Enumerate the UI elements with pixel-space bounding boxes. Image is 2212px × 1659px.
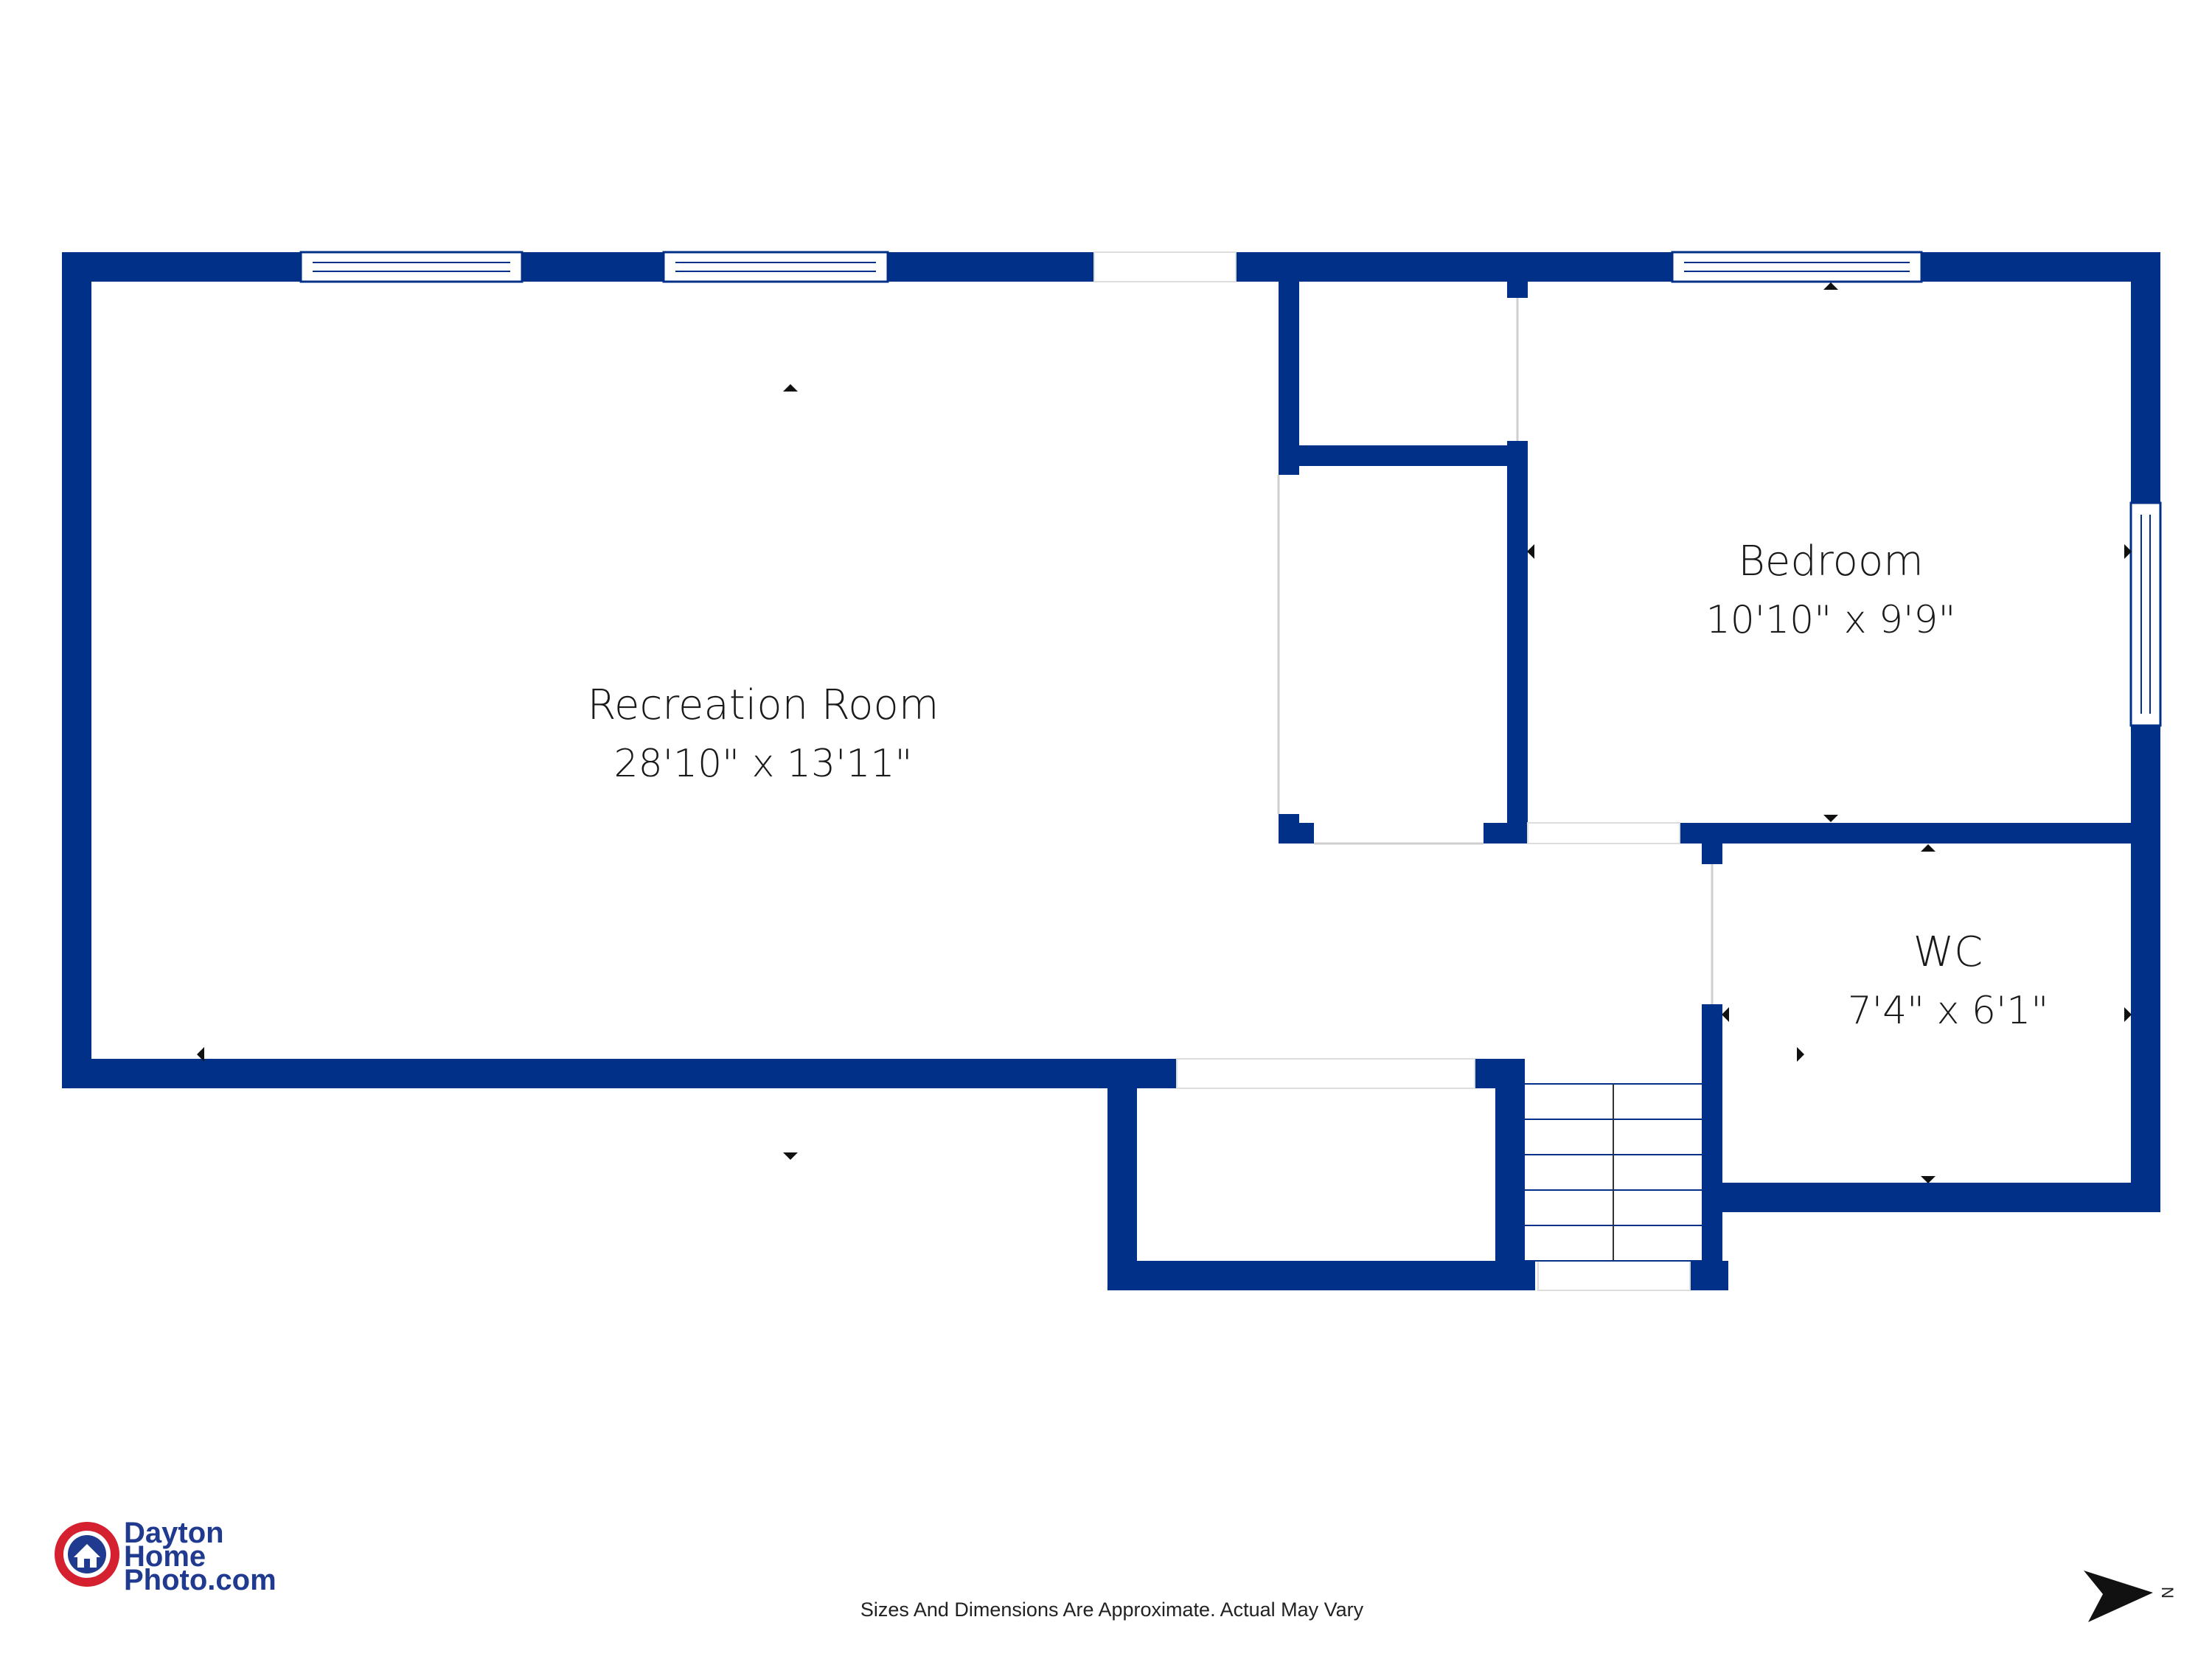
wall-segment (1702, 1004, 1722, 1290)
window (2129, 501, 2162, 727)
wall-segment (62, 252, 1094, 282)
wall-segment (1507, 441, 1528, 844)
dimension-marker (1921, 1176, 1935, 1183)
openings (299, 251, 2162, 1291)
dimension-marker (1797, 1047, 1804, 1062)
wall-segment (1279, 445, 1507, 466)
room-dimensions-wc: 7'4" x 6'1" (1848, 989, 2049, 1033)
dimension-marker (2124, 544, 2132, 559)
room-dimensions-recreation: 28'10" x 13'11" (614, 742, 913, 786)
staircase (1525, 1083, 1702, 1262)
dimension-marker (2124, 1007, 2132, 1022)
house-camera-icon (55, 1522, 119, 1587)
north-arrow-icon (2084, 1571, 2153, 1622)
window (1671, 251, 1923, 283)
doorway (1527, 822, 1680, 844)
doorway (1176, 1058, 1475, 1089)
dimension-marker (1823, 815, 1838, 822)
wall-segment (1680, 823, 2160, 844)
logo-line-3: Photo.com (124, 1564, 276, 1596)
dimension-marker (783, 384, 798, 392)
wall-segment (2131, 252, 2160, 1212)
dimension-marker (1722, 1007, 1729, 1022)
dimension-marker (783, 1152, 798, 1160)
dimension-marker (197, 1047, 204, 1062)
wall-segment (1107, 1059, 1137, 1290)
room-dimensions-bedroom: 10'10" x 9'9" (1706, 598, 1956, 642)
markers (197, 282, 2132, 1183)
disclaimer-text: Sizes And Dimensions Are Approximate. Ac… (860, 1599, 1364, 1621)
wall-segment (62, 1059, 1177, 1088)
room-name-recreation: Recreation Room (588, 681, 939, 729)
wall-segment (1507, 252, 1528, 298)
dimension-marker (1527, 544, 1534, 559)
wall-segment (1279, 823, 1314, 844)
wall-segment (1690, 1261, 1728, 1290)
walls (62, 252, 2160, 1290)
compass-label: N (2158, 1587, 2177, 1599)
wall-segment (1702, 823, 1722, 864)
doorway (1537, 1260, 1691, 1291)
window (299, 251, 524, 283)
logo-line-2: Home (124, 1540, 206, 1573)
wall-segment (1495, 1059, 1525, 1290)
stairs (1525, 1083, 1702, 1262)
window (662, 251, 889, 283)
doorway (1093, 251, 1237, 282)
logo-line-1: Dayton (124, 1517, 224, 1549)
wall-segment (62, 252, 91, 1088)
dimension-marker (1921, 844, 1935, 852)
compass: N (2084, 1571, 2177, 1622)
dimension-marker (1823, 282, 1838, 290)
wall-segment (1107, 1261, 1535, 1290)
wall-segment (1279, 252, 1299, 475)
room-name-wc: WC (1913, 928, 1983, 976)
wall-segment (1702, 1183, 2160, 1212)
brand-logo: Dayton Home Photo.com (55, 1517, 276, 1596)
room-name-bedroom: Bedroom (1738, 538, 1924, 585)
